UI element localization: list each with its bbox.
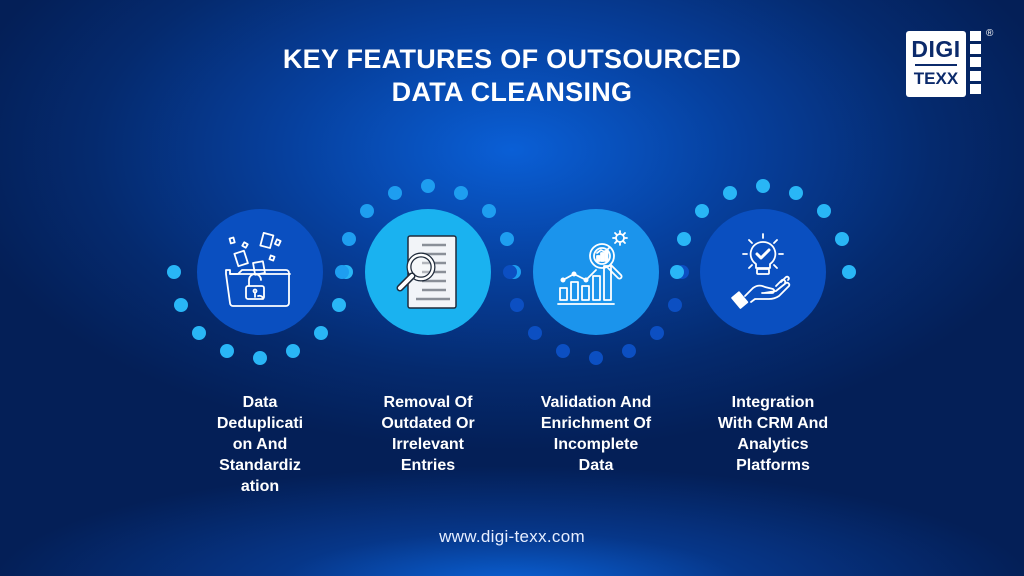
decorative-dot (621, 344, 636, 359)
decorative-dot (695, 204, 710, 219)
decorative-dot (167, 265, 181, 279)
logo-text-bottom: TEXX (913, 69, 959, 88)
background-glow (0, 436, 1024, 576)
decorative-dot (816, 204, 831, 219)
logo-film-strip (970, 31, 981, 97)
decorative-dot (556, 344, 571, 359)
decorative-dot (388, 185, 403, 200)
decorative-dot (589, 351, 603, 365)
feature-circle-1 (197, 209, 323, 335)
decorative-dot (285, 344, 300, 359)
feature-label-4: Integration With CRM And Analytics Platf… (717, 394, 829, 474)
chart-analysis-icon (557, 230, 628, 305)
decorative-dot (668, 297, 683, 312)
decorative-dot (842, 265, 856, 279)
decorative-dot (670, 265, 684, 279)
logo-divider (915, 64, 957, 66)
decorative-dot (313, 325, 328, 340)
decorative-dot (835, 232, 850, 247)
feature-circle-3 (533, 209, 659, 335)
title-line-2: DATA CLEANSING (391, 77, 633, 107)
decorative-dot (788, 185, 803, 200)
decorative-dot (481, 204, 496, 219)
logo-text-top: DIGI (911, 36, 961, 62)
decorative-dot (723, 185, 738, 200)
decorative-dot (335, 265, 349, 279)
decorative-dot (421, 179, 435, 193)
feature-circle-2 (365, 209, 491, 335)
registered-mark: ® (986, 28, 994, 39)
decorative-dot (360, 204, 375, 219)
features-diagram (167, 179, 856, 365)
decorative-dot (528, 325, 543, 340)
decorative-dot (332, 297, 347, 312)
document-search-icon (396, 235, 457, 309)
decorative-dot (220, 344, 235, 359)
folder-unlock-icon (225, 232, 291, 307)
feature-label-2: Removal Of Outdated Or Irrelevant Entrie… (381, 394, 475, 474)
decorative-dot (503, 265, 517, 279)
feature-label-1: Data Deduplicati on And Standardiz ation (216, 394, 304, 495)
decorative-dot (453, 185, 468, 200)
decorative-dot (341, 232, 356, 247)
logo-box: DIGI TEXX (906, 31, 966, 97)
feature-label-3: Validation And Enrichment Of Incomplete … (540, 394, 652, 474)
feature-circle-4 (700, 209, 826, 335)
decorative-dot (509, 297, 524, 312)
decorative-dot (676, 232, 691, 247)
idea-hand-icon (731, 233, 791, 309)
title-line-1: KEY FEATURES OF OUTSOURCED (282, 44, 742, 74)
decorative-dot (173, 297, 188, 312)
digitexx-logo: DIGI TEXX ® (906, 28, 993, 97)
page-title: KEY FEATURES OF OUTSOURCED DATA CLEANSIN… (0, 43, 1024, 109)
decorative-dot (253, 351, 267, 365)
decorative-dot (756, 179, 770, 193)
website-url[interactable]: www.digi-texx.com (439, 527, 585, 546)
decorative-dot (500, 232, 515, 247)
decorative-dot (192, 325, 207, 340)
decorative-dot (649, 325, 664, 340)
